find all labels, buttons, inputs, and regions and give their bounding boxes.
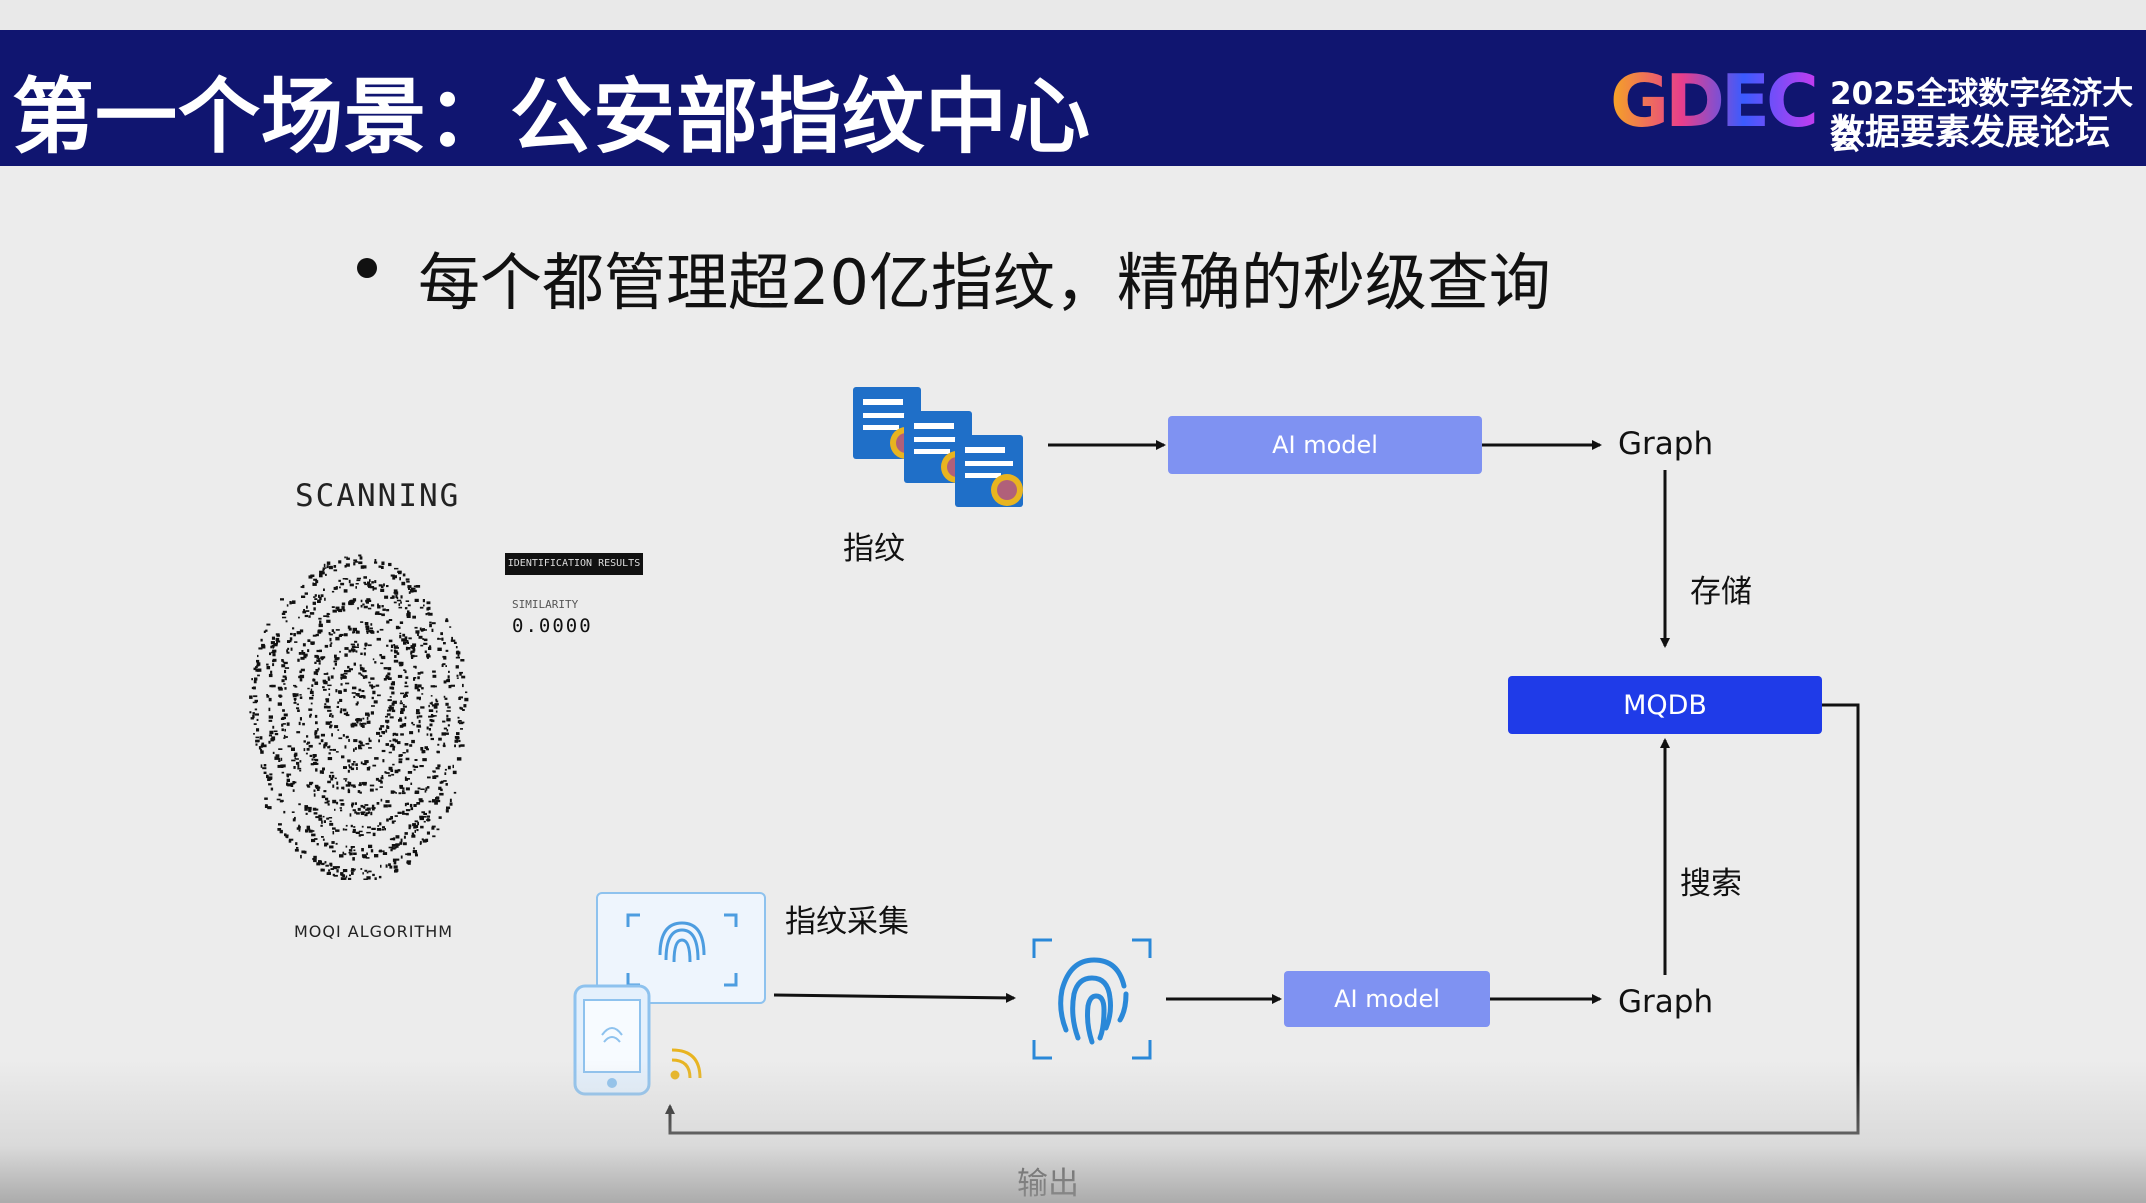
search-label: 搜索 <box>1680 866 1742 902</box>
fingerprint-documents-icon <box>853 387 1023 507</box>
scanning-title: SCANNING <box>295 478 461 514</box>
identification-results-label: IDENTIFICATION RESULTS <box>505 553 643 575</box>
store-label: 存储 <box>1690 574 1752 610</box>
fingerprint-collection-label: 指纹采集 <box>785 904 909 940</box>
output-label: 输出 <box>1017 1166 1079 1202</box>
slide-header: 第一个场景：公安部指纹中心 GDEC 2025全球数字经济大会 数据要素发展论坛 <box>0 30 2146 166</box>
mqdb-box: MQDB <box>1508 676 1822 734</box>
gdec-logo: GDEC <box>1610 66 1819 136</box>
top-strip <box>0 0 2146 30</box>
graph-label-bottom: Graph <box>1618 984 1714 1020</box>
fingerprint-documents-label: 指纹 <box>843 531 905 567</box>
event-name: 2025全球数字经济大会 <box>1830 76 2134 157</box>
fingerprint-collection-icon <box>573 892 766 1096</box>
similarity-value: 0.0000 <box>512 615 593 637</box>
bullet-dot <box>357 258 377 278</box>
slide-title: 第一个场景：公安部指纹中心 <box>12 70 1092 165</box>
forum-name: 数据要素发展论坛 <box>1830 113 2111 153</box>
svg-text:GDEC: GDEC <box>1610 66 1815 136</box>
scanning-fingerprint-image <box>249 554 469 880</box>
bullet-text: 每个都管理超20亿指纹，精确的秒级查询 <box>418 246 1551 319</box>
ai-model-box-bottom: AI model <box>1284 971 1490 1027</box>
similarity-label: SIMILARITY <box>512 598 579 611</box>
fingerprint-icon <box>1032 938 1152 1060</box>
algorithm-label: MOQI ALGORITHM <box>294 922 454 941</box>
graph-label-top: Graph <box>1618 426 1714 462</box>
ai-model-box-top: AI model <box>1168 416 1482 474</box>
